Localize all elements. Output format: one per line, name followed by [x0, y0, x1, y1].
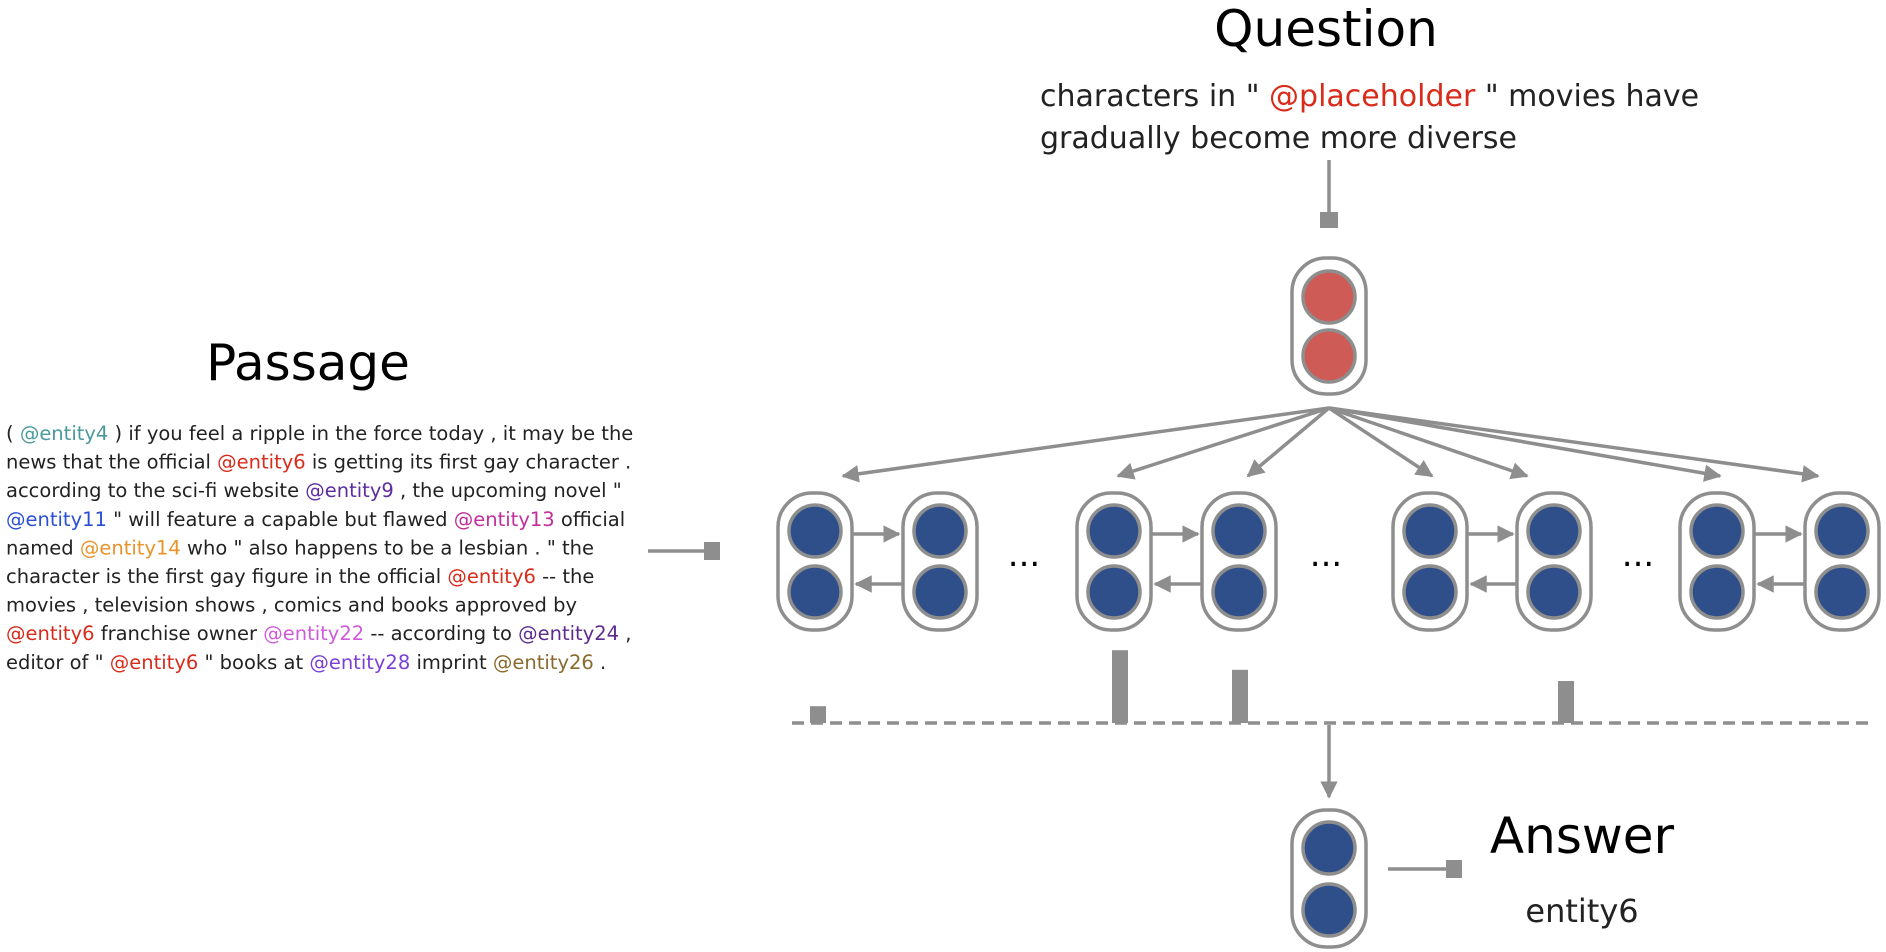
passage-word-span: franchise owner [95, 622, 264, 645]
attention-bar [1112, 650, 1128, 723]
question-line-2: gradually become more diverse [1040, 121, 1517, 156]
answer-node-top [1301, 820, 1357, 876]
question-connector-end [1320, 212, 1338, 228]
attention-weights [810, 650, 1574, 723]
fan-arrow [1328, 406, 1820, 483]
passage-word-span: , [619, 622, 631, 645]
fan-arrow [1246, 406, 1331, 478]
entity-mention: @entity13 [454, 508, 555, 531]
passage-word-span: who " also happens to be a lesbian . " t… [181, 536, 594, 559]
answer-encoder [1290, 808, 1368, 949]
question-placeholder: @placeholder [1269, 79, 1476, 114]
passage-word-span: imprint [410, 651, 493, 674]
passage-title: Passage [206, 334, 410, 392]
passage-line: @entity11 " will feature a capable but f… [6, 508, 625, 531]
attention-bar [1232, 669, 1248, 723]
passage-word-span: is getting its first gay character . [306, 451, 632, 474]
passage-line: editor of " @entity6 " books at @entity2… [6, 651, 606, 674]
entity-mention: @entity6 [447, 565, 536, 588]
question-text-post: " movies have [1475, 79, 1699, 114]
ellipsis: ... [1310, 535, 1342, 575]
passage-word-span: official [555, 508, 626, 531]
passage-line: character is the first gay figure in the… [6, 565, 594, 588]
passage-word-span: ) if you feel a ripple in the force toda… [108, 422, 633, 445]
fan-arrow [1116, 406, 1330, 480]
passage-node [1814, 564, 1870, 620]
question-to-passage-arrows [841, 406, 1820, 483]
passage-text: ( @entity4 ) if you feel a ripple in the… [6, 422, 633, 674]
passage-word-span: . [594, 651, 606, 674]
passage-word-span: character is the first gay figure in the… [6, 565, 447, 588]
passage-node [1689, 503, 1745, 559]
passage-word-span: according to the sci-fi website [6, 479, 305, 502]
passage-line: @entity6 franchise owner @entity22 -- ac… [6, 622, 631, 645]
passage-word-span: movies , television shows , comics and b… [6, 594, 577, 617]
passage-node [912, 564, 968, 620]
attention-bar [1558, 681, 1574, 723]
passage-word-span: " books at [198, 651, 309, 674]
fan-arrow [1328, 406, 1722, 482]
passage-line: movies , television shows , comics and b… [6, 594, 577, 617]
passage-node [787, 564, 843, 620]
question-node-top [1301, 269, 1357, 325]
passage-node [1086, 564, 1142, 620]
entity-mention: @entity26 [493, 651, 594, 674]
passage-word-span: " will feature a capable but flawed [107, 508, 454, 531]
passage-node [912, 503, 968, 559]
passage-word-span: -- the [536, 565, 594, 588]
entity-mention: @entity6 [217, 451, 306, 474]
answer-connector-end [1446, 860, 1462, 878]
entity-mention: @entity6 [6, 622, 95, 645]
attention-bar [810, 706, 826, 723]
passage-line: news that the official @entity6 is getti… [6, 451, 631, 474]
passage-node [1211, 564, 1267, 620]
question-node-bottom [1301, 328, 1357, 384]
passage-connector-end [704, 542, 720, 560]
passage-line: named @entity14 who " also happens to be… [6, 536, 594, 559]
passage-line: according to the sci-fi website @entity9… [6, 479, 622, 502]
question-title: Question [1214, 0, 1438, 58]
fan-arrow [1328, 406, 1434, 478]
fan-arrow [841, 406, 1330, 483]
entity-mention: @entity4 [20, 422, 109, 445]
entity-mention: @entity24 [518, 622, 619, 645]
answer-value: entity6 [1525, 892, 1638, 930]
passage-node [1211, 503, 1267, 559]
ellipsis: ... [1008, 535, 1040, 575]
question-encoder [1290, 256, 1368, 396]
passage-word-span: ( [6, 422, 20, 445]
answer-title: Answer [1490, 807, 1675, 865]
passage-node [1689, 564, 1745, 620]
ellipsis: ... [1622, 535, 1654, 575]
entity-mention: @entity28 [309, 651, 410, 674]
passage-node [1814, 503, 1870, 559]
fan-arrow [1328, 406, 1529, 480]
passage-word-span: editor of " [6, 651, 110, 674]
passage-node [1402, 503, 1458, 559]
passage-word-span: news that the official [6, 451, 217, 474]
answer-node-bottom [1301, 882, 1357, 938]
passage-node [1526, 503, 1582, 559]
entity-mention: @entity9 [305, 479, 394, 502]
question-line-1: characters in " @placeholder " movies ha… [1040, 79, 1699, 114]
entity-mention: @entity6 [110, 651, 199, 674]
passage-line: ( @entity4 ) if you feel a ripple in the… [6, 422, 633, 445]
passage-word-span: , the upcoming novel " [394, 479, 622, 502]
passage-encoder: ... ... ... [776, 491, 1881, 632]
passage-word-span: -- according to [364, 622, 518, 645]
passage-node [787, 503, 843, 559]
passage-node [1086, 503, 1142, 559]
entity-mention: @entity22 [263, 622, 364, 645]
entity-mention: @entity11 [6, 508, 107, 531]
passage-node [1402, 564, 1458, 620]
passage-node [1526, 564, 1582, 620]
question-text-pre: characters in " [1040, 79, 1269, 114]
entity-mention: @entity14 [80, 536, 181, 559]
passage-word-span: named [6, 536, 80, 559]
